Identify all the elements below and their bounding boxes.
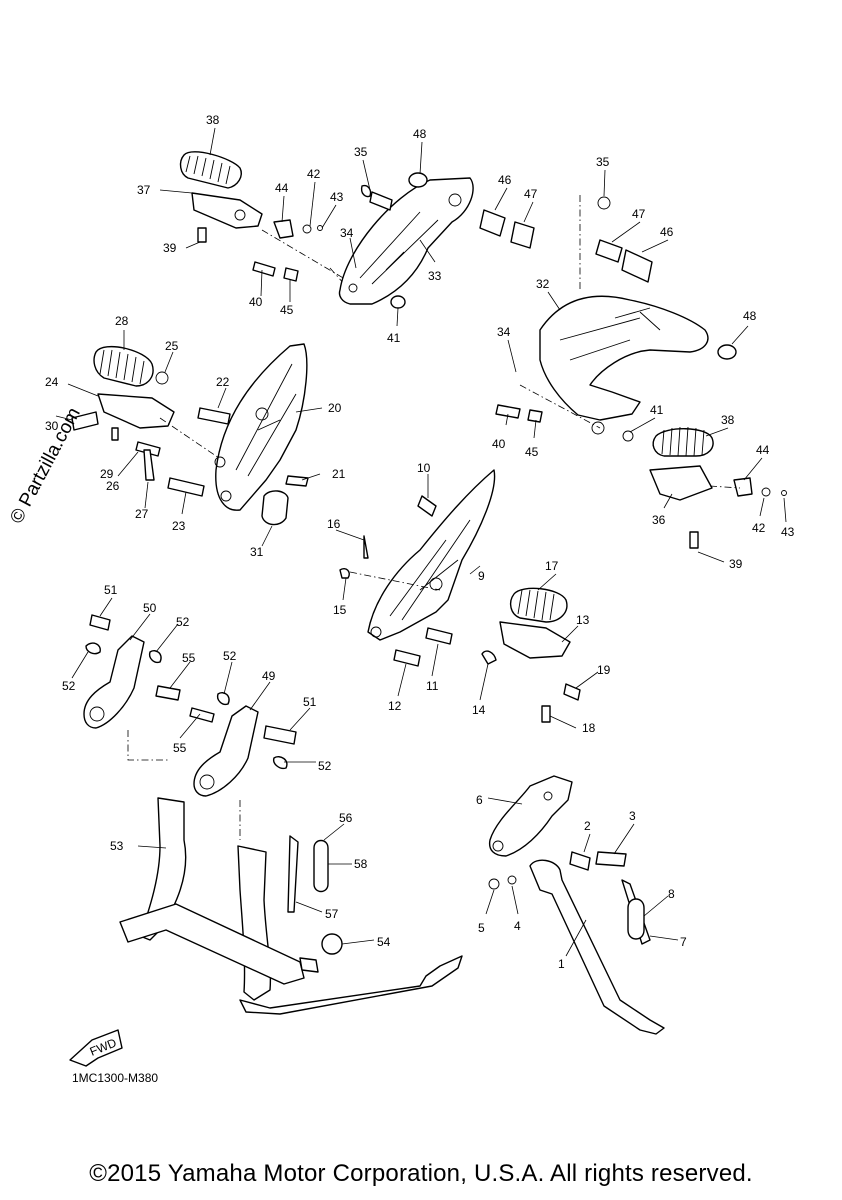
callout-53: 53 <box>110 839 124 853</box>
footrest-assembly-left-front <box>71 345 223 481</box>
callout-48: 48 <box>413 127 427 141</box>
footrest-assembly-left-rear <box>179 151 351 286</box>
callout-25: 25 <box>165 339 179 353</box>
callout-36: 36 <box>652 513 666 527</box>
callout-43b: 43 <box>781 525 795 539</box>
center-stand-bracket-right <box>189 692 297 840</box>
callout-55b: 55 <box>173 741 187 755</box>
callout-42b: 42 <box>752 521 766 535</box>
callout-38: 38 <box>206 113 220 127</box>
side-stand <box>529 859 665 1035</box>
callout-58: 58 <box>354 857 368 871</box>
callout-4: 4 <box>514 919 521 933</box>
callout-37: 37 <box>137 183 151 197</box>
fwd-arrow-icon: FWD <box>69 1029 123 1067</box>
side-stand-bracket <box>488 775 627 890</box>
callout-8: 8 <box>668 887 675 901</box>
callout-9: 9 <box>478 569 485 583</box>
callout-49: 49 <box>262 669 276 683</box>
center-stand <box>119 797 463 1015</box>
callout-18: 18 <box>582 721 596 735</box>
callout-46: 46 <box>498 173 512 187</box>
callout-13: 13 <box>576 613 590 627</box>
callout-55: 55 <box>182 651 196 665</box>
callout-48b: 48 <box>743 309 757 323</box>
callout-15: 15 <box>333 603 347 617</box>
callout-45b: 45 <box>525 445 539 459</box>
callout-51b: 51 <box>303 695 317 709</box>
callout-21: 21 <box>332 467 346 481</box>
callout-46b: 46 <box>660 225 674 239</box>
callout-34: 34 <box>340 226 354 240</box>
footrest-bracket-right-rear <box>495 195 737 442</box>
callout-52c: 52 <box>223 649 237 663</box>
callout-16: 16 <box>327 517 341 531</box>
callout-24: 24 <box>45 375 59 389</box>
diagram-code: 1MC1300-M380 <box>72 1071 159 1085</box>
callout-28: 28 <box>115 314 129 328</box>
callout-33: 33 <box>428 269 442 283</box>
callout-5: 5 <box>478 921 485 935</box>
callout-41: 41 <box>387 331 401 345</box>
callout-47: 47 <box>524 187 538 201</box>
callout-50: 50 <box>143 601 157 615</box>
callout-26: 26 <box>106 479 120 493</box>
callout-27: 27 <box>135 507 149 521</box>
callout-43: 43 <box>330 190 344 204</box>
callout-6: 6 <box>476 793 483 807</box>
callout-17: 17 <box>545 559 559 573</box>
callout-44b: 44 <box>756 443 770 457</box>
callout-10: 10 <box>417 461 431 475</box>
callout-2: 2 <box>584 819 591 833</box>
callout-47b: 47 <box>632 207 646 221</box>
callout-12: 12 <box>388 699 402 713</box>
callout-45: 45 <box>280 303 294 317</box>
callout-30: 30 <box>45 419 59 433</box>
callout-20: 20 <box>328 401 342 415</box>
callout-52b: 52 <box>62 679 76 693</box>
callout-51: 51 <box>104 583 118 597</box>
callout-52d: 52 <box>318 759 332 773</box>
callout-40: 40 <box>249 295 263 309</box>
center-stand-bracket-left <box>83 614 181 761</box>
callout-32: 32 <box>536 277 550 291</box>
footrest-bracket-right-front <box>339 469 496 667</box>
callout-41b: 41 <box>650 403 664 417</box>
callout-35: 35 <box>354 145 368 159</box>
callout-38b: 38 <box>721 413 735 427</box>
footrest-assembly-right-front <box>481 587 581 723</box>
callout-44: 44 <box>275 181 289 195</box>
callout-23: 23 <box>172 519 186 533</box>
callout-14: 14 <box>472 703 486 717</box>
callout-22: 22 <box>216 375 230 389</box>
footrest-bracket-left-front <box>167 343 309 526</box>
callout-35b: 35 <box>596 155 610 169</box>
callout-54: 54 <box>377 935 391 949</box>
callout-39: 39 <box>163 241 177 255</box>
callout-labels: 38 37 39 44 42 43 40 45 34 35 48 33 41 4… <box>45 113 795 971</box>
footrest-bracket-left-rear <box>338 172 535 309</box>
callout-31: 31 <box>250 545 264 559</box>
callout-56: 56 <box>339 811 353 825</box>
callout-57: 57 <box>325 907 339 921</box>
leader-lines <box>55 127 787 957</box>
footrest-assembly-right-rear <box>649 426 787 549</box>
callout-52: 52 <box>176 615 190 629</box>
callout-40b: 40 <box>492 437 506 451</box>
callout-29: 29 <box>100 467 114 481</box>
callout-11: 11 <box>426 679 439 693</box>
copyright-footer: ©2015 Yamaha Motor Corporation, U.S.A. A… <box>89 1160 753 1187</box>
callout-3: 3 <box>629 809 636 823</box>
callout-1: 1 <box>558 957 565 971</box>
callout-19: 19 <box>597 663 611 677</box>
callout-42: 42 <box>307 167 321 181</box>
callout-39b: 39 <box>729 557 743 571</box>
callout-34b: 34 <box>497 325 511 339</box>
callout-7: 7 <box>680 935 687 949</box>
